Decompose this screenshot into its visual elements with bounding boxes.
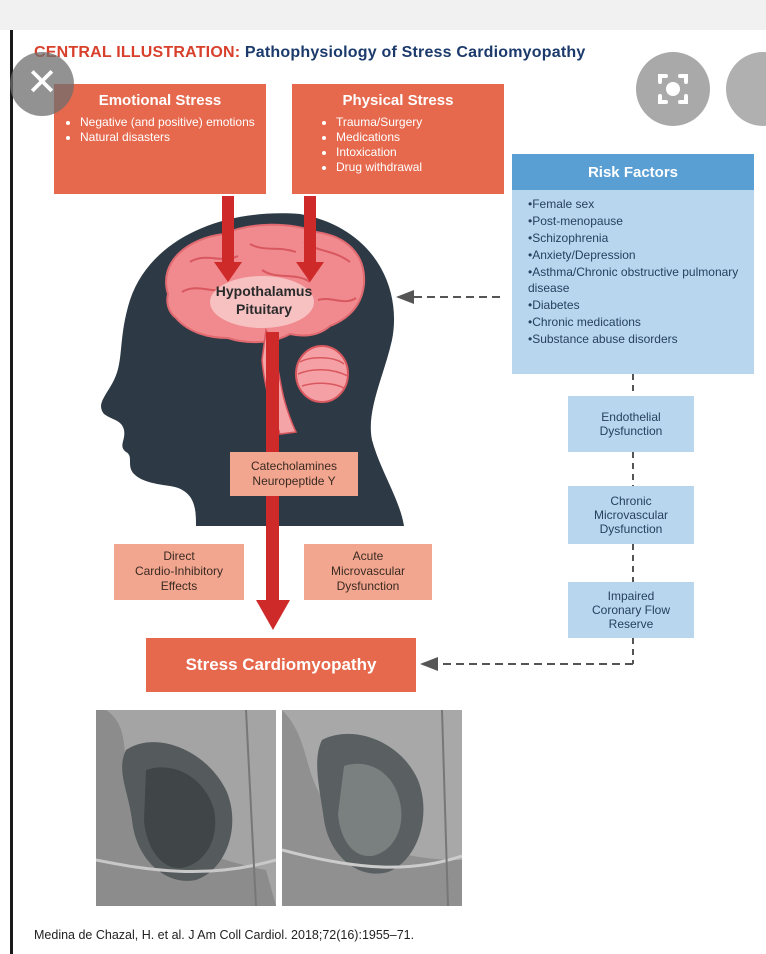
emotional-stress-list: Negative (and positive) emotions Natural… <box>64 115 256 145</box>
coronary-line: Coronary Flow <box>592 603 670 617</box>
endothelial-dysfunction-box: Endothelial Dysfunction <box>568 396 694 452</box>
emotional-stress-item: Negative (and positive) emotions <box>80 115 256 130</box>
risk-factor-item: Schizophrenia <box>528 230 746 246</box>
google-lens-icon[interactable] <box>636 52 710 126</box>
cerebellum <box>296 346 348 402</box>
endothelial-line: Endothelial <box>600 410 663 424</box>
close-icon[interactable]: ✕ <box>10 52 74 116</box>
direct-cardio-inhibitory-box: Direct Cardio-Inhibitory Effects <box>114 544 244 600</box>
risk-factors-list: Female sex Post-menopause Schizophrenia … <box>512 190 754 347</box>
endothelial-line: Dysfunction <box>600 424 663 438</box>
risk-factor-item: Chronic medications <box>528 314 746 330</box>
chronic-micro-line: Dysfunction <box>594 522 668 536</box>
risk-factor-item: Asthma/Chronic obstructive pulmonary dis… <box>528 264 746 296</box>
physical-stress-list: Trauma/Surgery Medications Intoxication … <box>302 115 494 175</box>
hypothalamus-label: Hypothalamus <box>196 282 332 300</box>
catecholamines-box: Catecholamines Neuropeptide Y <box>230 452 358 496</box>
chronic-micro-line: Microvascular <box>594 508 668 522</box>
chronic-micro-line: Chronic <box>594 494 668 508</box>
pituitary-label: Pituitary <box>196 300 332 318</box>
stress-cardiomyopathy-label: Stress Cardiomyopathy <box>186 655 377 675</box>
direct-effects-line: Effects <box>114 579 244 594</box>
acute-microvascular-box: Acute Microvascular Dysfunction <box>304 544 432 600</box>
chronic-microvascular-box: Chronic Microvascular Dysfunction <box>568 486 694 544</box>
risk-factor-item: Substance abuse disorders <box>528 331 746 347</box>
angiogram-right-graphic <box>282 710 462 906</box>
neuropeptide-line: Neuropeptide Y <box>230 474 358 489</box>
risk-factor-item: Post-menopause <box>528 213 746 229</box>
risk-factors-title: Risk Factors <box>588 164 678 181</box>
acute-micro-line: Dysfunction <box>304 579 432 594</box>
acute-micro-line: Acute <box>304 549 432 564</box>
coronary-line: Impaired <box>592 589 670 603</box>
acute-micro-line: Microvascular <box>304 564 432 579</box>
citation: Medina de Chazal, H. et al. J Am Coll Ca… <box>34 928 414 942</box>
physical-stress-item: Medications <box>336 130 494 145</box>
risk-factor-item: Anxiety/Depression <box>528 247 746 263</box>
catecholamines-line: Catecholamines <box>230 459 358 474</box>
coronary-line: Reserve <box>592 617 670 631</box>
hypothalamus-pituitary-label: Hypothalamus Pituitary <box>196 282 332 318</box>
physical-stress-title: Physical Stress <box>302 92 494 109</box>
angiogram-image-left <box>96 710 276 906</box>
physical-stress-item: Intoxication <box>336 145 494 160</box>
stress-cardiomyopathy-box: Stress Cardiomyopathy <box>146 638 416 692</box>
emotional-stress-title: Emotional Stress <box>64 92 256 109</box>
impaired-coronary-flow-box: Impaired Coronary Flow Reserve <box>568 582 694 638</box>
direct-effects-line: Cardio-Inhibitory <box>114 564 244 579</box>
risk-factor-item: Female sex <box>528 196 746 212</box>
risk-factors-header: Risk Factors <box>512 154 754 190</box>
direct-effects-line: Direct <box>114 549 244 564</box>
risk-factor-item: Diabetes <box>528 297 746 313</box>
emotional-stress-item: Natural disasters <box>80 130 256 145</box>
angiogram-image-right <box>282 710 462 906</box>
physical-stress-box: Physical Stress Trauma/Surgery Medicatio… <box>292 84 504 194</box>
google-lens-glyph <box>636 52 710 126</box>
physical-stress-item: Drug withdrawal <box>336 160 494 175</box>
angiogram-left-graphic <box>96 710 276 906</box>
emotional-stress-box: Emotional Stress Negative (and positive)… <box>54 84 266 194</box>
risk-factors-body: Female sex Post-menopause Schizophrenia … <box>512 190 754 374</box>
physical-stress-item: Trauma/Surgery <box>336 115 494 130</box>
